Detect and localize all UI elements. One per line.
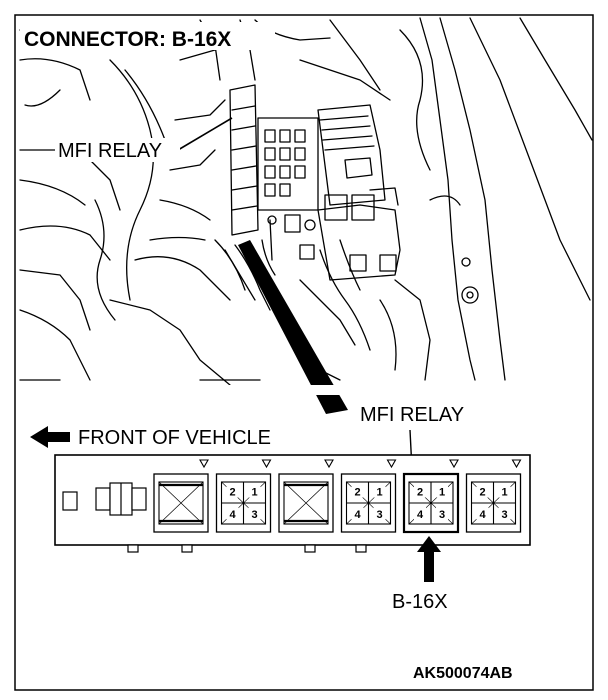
pin-number: 1 [439, 486, 445, 498]
mfi-relay-top-label: MFI RELAY [58, 140, 162, 162]
pin-number: 1 [501, 486, 507, 498]
triangle-marker-icon [324, 459, 334, 469]
relay-block: 2 1 4 3 [465, 459, 522, 533]
relay-block [153, 459, 209, 533]
pin-number: 4 [229, 509, 236, 521]
triangle-marker-icon [386, 459, 397, 469]
pin-number: 2 [354, 486, 360, 498]
b16x-label: B-16X [392, 591, 448, 613]
pin-number: 4 [479, 509, 486, 521]
panel-feet [127, 544, 367, 553]
pin-number: 2 [479, 486, 485, 498]
pin-number: 1 [251, 486, 257, 498]
relay-blocks: 2 1 4 3 2 1 4 3 2 1 4 3 2 1 4 3 [153, 459, 522, 534]
triangle-marker-icon [449, 459, 459, 469]
panel-fuse [95, 482, 147, 516]
pin-number: 2 [229, 486, 235, 498]
pointer-wedge [238, 240, 348, 414]
mfi-relay-top-leader [177, 117, 233, 151]
pin-number: 2 [417, 486, 423, 498]
relay-block: 2 1 4 3 [402, 459, 460, 534]
front-of-vehicle-label: FRONT OF VEHICLE [78, 427, 271, 449]
triangle-marker-icon [261, 459, 272, 469]
up-arrow-icon [417, 536, 441, 582]
pin-number: 3 [439, 509, 445, 521]
connector-label: CONNECTOR: B-16X [24, 28, 231, 51]
triangle-marker-icon [199, 459, 209, 469]
pin-number: 3 [376, 509, 382, 521]
figure-code: AK500074AB [413, 665, 513, 682]
pin-number: 4 [417, 509, 424, 521]
relay-block: 2 1 4 3 [215, 459, 272, 533]
pin-number: 3 [501, 509, 507, 521]
pin-number: 1 [376, 486, 382, 498]
mfi-relay-bottom-label: MFI RELAY [360, 404, 464, 426]
front-arrow-icon [30, 426, 70, 448]
pin-number: 4 [354, 509, 361, 521]
pin-number: 3 [251, 509, 257, 521]
panel-square [62, 491, 78, 511]
engine-bay-illustration [19, 17, 593, 386]
relay-block: 2 1 4 3 [340, 459, 397, 533]
relay-block [278, 459, 334, 533]
triangle-marker-icon [511, 459, 522, 469]
